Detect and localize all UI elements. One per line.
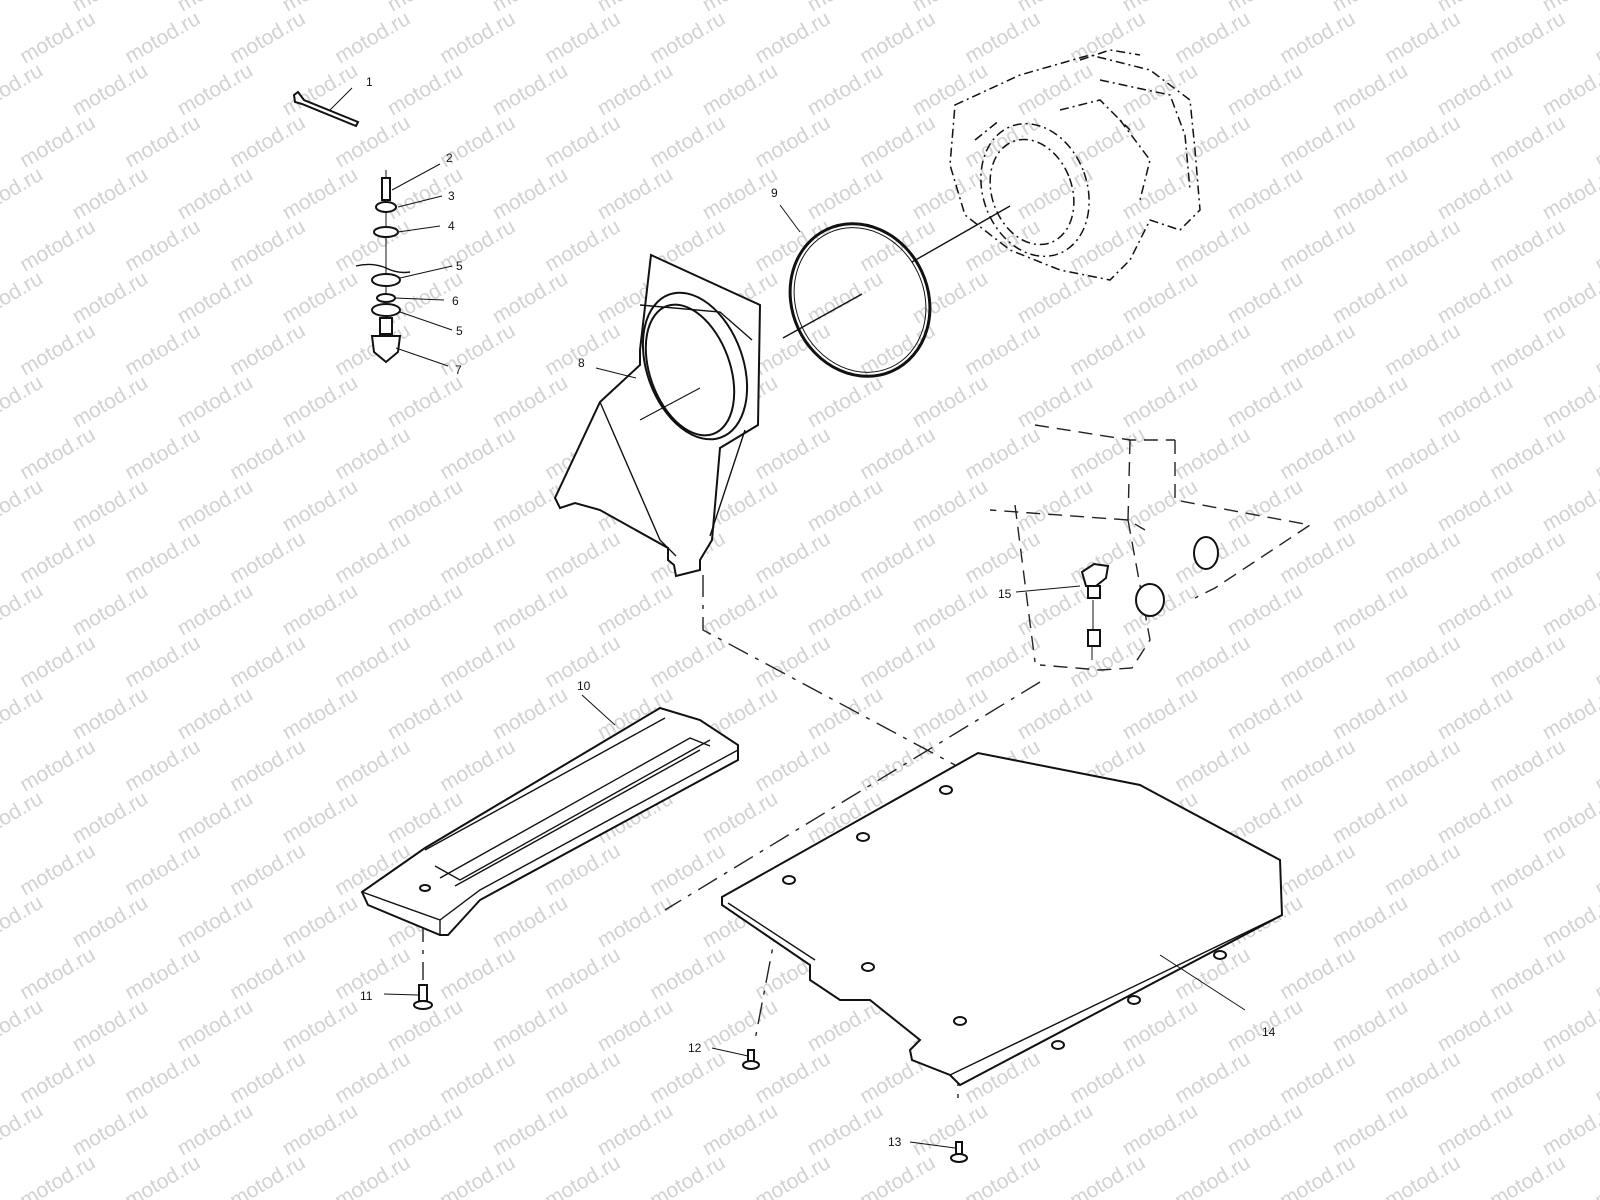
callout-5b: 5 [456,324,463,338]
parts-2-7-hardware-stack [355,163,453,367]
part-12-screw [711,1047,760,1070]
callout-2: 2 [446,151,453,165]
callout-4: 4 [448,219,455,233]
part-8-intake-housing [553,253,762,578]
callout-13: 13 [888,1135,902,1149]
part-14-ride-plate [721,751,1284,1087]
callout-15: 15 [998,587,1012,601]
part-15-drain-plug [1015,562,1110,660]
hull-reference-lines [989,424,1312,671]
callout-10: 10 [577,679,591,693]
pump-housing-reference [949,49,1201,281]
callout-labels: 1 2 3 4 5 6 5 7 8 9 10 11 12 13 14 15 [360,75,1276,1149]
part-9-o-ring [779,204,1011,378]
callout-8: 8 [578,356,585,370]
callout-11: 11 [360,989,373,1003]
part-10-grate-plate [360,694,739,936]
callout-9: 9 [771,186,778,200]
part-1-strap [292,87,360,128]
callout-5a: 5 [456,259,463,273]
callout-3: 3 [448,189,455,203]
callout-14: 14 [1262,1025,1276,1039]
callout-12: 12 [688,1041,702,1055]
part-13-screw [909,1141,968,1163]
callout-7: 7 [455,363,462,377]
callout-1: 1 [366,75,373,89]
callout-6: 6 [452,294,459,308]
part-11-screw [383,984,433,1010]
